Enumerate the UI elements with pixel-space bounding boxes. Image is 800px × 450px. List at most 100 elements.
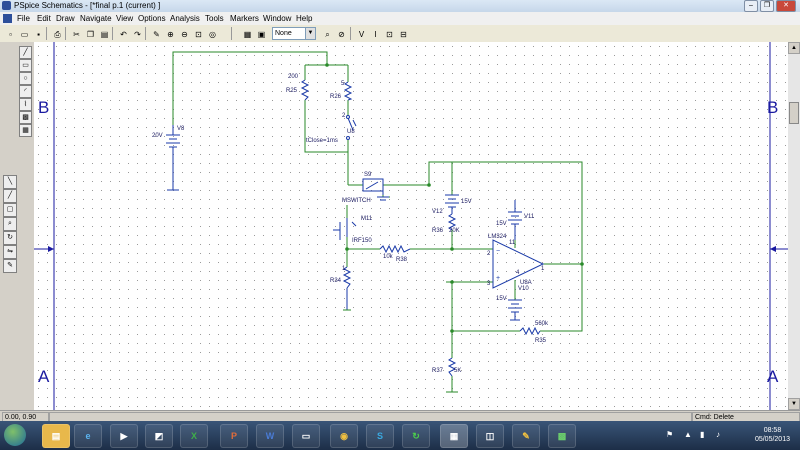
- power-marker-icon[interactable]: ⊡: [386, 30, 393, 39]
- start-button[interactable]: [4, 424, 26, 446]
- restore-button[interactable]: ❐: [760, 0, 774, 12]
- schematic-canvas[interactable]: B B A A: [34, 42, 788, 410]
- media-player-icon[interactable]: ▶: [110, 424, 138, 448]
- powerpoint-icon[interactable]: P: [220, 424, 248, 448]
- m11-mosfet-symbol[interactable]: [333, 218, 357, 240]
- flip-icon[interactable]: ⇋: [3, 245, 17, 259]
- menu-draw[interactable]: Draw: [56, 14, 75, 23]
- zoom-out-icon[interactable]: ⊖: [181, 30, 188, 39]
- explorer-icon[interactable]: ▤: [42, 424, 70, 448]
- rotate-icon[interactable]: ↻: [3, 231, 17, 245]
- undo-icon[interactable]: ↶: [120, 30, 127, 39]
- differential-marker-icon[interactable]: ⊟: [400, 30, 407, 39]
- app-icon-generic[interactable]: ◩: [145, 424, 173, 448]
- insert-picture-icon[interactable]: ▩: [19, 111, 32, 124]
- menu-view[interactable]: View: [116, 14, 134, 23]
- draw-circle-icon[interactable]: ○: [19, 72, 32, 85]
- print-icon[interactable]: ⎙: [54, 30, 61, 39]
- v10-battery-symbol[interactable]: [508, 299, 522, 321]
- volume-icon[interactable]: ♪: [716, 430, 720, 439]
- r25-resistor-symbol[interactable]: [300, 79, 310, 101]
- flag-icon[interactable]: ⚑: [666, 430, 674, 439]
- r34-resistor-symbol[interactable]: [342, 266, 352, 289]
- menu-edit[interactable]: Edit: [37, 14, 51, 23]
- show-hidden-icons-icon[interactable]: ▲: [684, 430, 692, 439]
- menu-navigate[interactable]: Navigate: [80, 14, 112, 23]
- vertical-scrollbar[interactable]: ▲ ▼: [788, 42, 800, 410]
- scroll-down-icon[interactable]: ▼: [788, 398, 800, 410]
- minimize-button[interactable]: –: [744, 0, 758, 12]
- scroll-thumb[interactable]: [789, 102, 799, 124]
- r36-resistor-symbol[interactable]: [447, 213, 457, 231]
- r26-resistor-symbol[interactable]: [343, 81, 353, 101]
- draw-bus-icon[interactable]: ╱: [3, 189, 17, 203]
- new-file-icon[interactable]: ▫: [9, 30, 12, 39]
- draw-polyline-icon[interactable]: ⌇: [19, 98, 32, 111]
- insert-bitmap-icon[interactable]: ▦: [19, 124, 32, 137]
- word-icon[interactable]: W: [256, 424, 284, 448]
- pencil-app-icon[interactable]: ✎: [512, 424, 540, 448]
- v8-value-label: 20V: [152, 133, 163, 139]
- chrome-icon[interactable]: ◉: [330, 424, 358, 448]
- open-folder-icon[interactable]: ▭: [20, 30, 29, 39]
- save-icon[interactable]: ▪: [37, 30, 40, 39]
- scroll-up-icon[interactable]: ▲: [788, 42, 800, 54]
- close-button[interactable]: ✕: [776, 0, 796, 12]
- u8-switch-symbol[interactable]: [346, 115, 357, 140]
- menu-tools[interactable]: Tools: [205, 14, 224, 23]
- edit-attributes-icon[interactable]: ✎: [3, 259, 17, 273]
- m11-model-label: IRF150: [352, 238, 372, 244]
- draw-rectangle-icon[interactable]: ▭: [19, 59, 32, 72]
- lm324-opamp-symbol[interactable]: − +: [492, 239, 545, 289]
- v11-battery-symbol[interactable]: [508, 200, 522, 240]
- wires: [172, 51, 583, 392]
- system-clock[interactable]: 08:58 05/05/2013: [755, 426, 790, 444]
- zoom-fit-icon[interactable]: ◎: [209, 30, 216, 39]
- r35-resistor-symbol[interactable]: [519, 326, 541, 336]
- v12-battery-symbol[interactable]: [445, 194, 459, 214]
- zoom-area-icon[interactable]: ⊡: [195, 30, 202, 39]
- menu-window[interactable]: Window: [263, 14, 292, 23]
- draw-block-icon[interactable]: ▢: [3, 203, 17, 217]
- app-icon-generic-2[interactable]: ◫: [476, 424, 504, 448]
- excel-icon[interactable]: X: [180, 424, 208, 448]
- internet-explorer-icon[interactable]: e: [74, 424, 102, 448]
- chevron-down-icon[interactable]: ▼: [305, 28, 315, 39]
- redo-icon[interactable]: ↷: [134, 30, 141, 39]
- r37-value-label: 5K: [454, 368, 461, 374]
- zoom-in-icon[interactable]: ⊕: [167, 30, 174, 39]
- draw-wire-icon[interactable]: ╲: [3, 175, 17, 189]
- current-marker-icon[interactable]: I: [374, 30, 377, 39]
- paste-icon[interactable]: ▤: [100, 30, 109, 39]
- pspice-schematics-taskbar-icon[interactable]: ▦: [440, 424, 468, 448]
- part-dropdown[interactable]: None ▼: [272, 27, 316, 40]
- r38-resistor-symbol[interactable]: [379, 244, 411, 254]
- refresh-app-icon[interactable]: ↻: [402, 424, 430, 448]
- v8-battery-symbol[interactable]: [166, 125, 180, 191]
- menu-file[interactable]: File: [17, 14, 30, 23]
- network-icon[interactable]: ▮: [700, 430, 705, 439]
- skype-icon[interactable]: S: [366, 424, 394, 448]
- get-part-icon[interactable]: ⌕: [325, 30, 330, 39]
- menu-analysis[interactable]: Analysis: [170, 14, 200, 23]
- cut-icon[interactable]: ✂: [73, 30, 80, 39]
- simulate-icon[interactable]: ▣: [257, 30, 266, 39]
- setup-analysis-icon[interactable]: ▦: [243, 30, 252, 39]
- chip-app-icon[interactable]: ▩: [548, 424, 576, 448]
- menu-help[interactable]: Help: [296, 14, 313, 23]
- voltage-marker-icon[interactable]: V: [358, 30, 365, 39]
- folder-icon[interactable]: ▭: [292, 424, 320, 448]
- draw-line-icon[interactable]: ╱: [19, 46, 32, 59]
- get-part-tool-icon[interactable]: ⌕: [3, 217, 17, 231]
- redraw-icon[interactable]: ✎: [153, 30, 160, 39]
- draw-arc-icon[interactable]: ◜: [19, 85, 32, 98]
- menu-options[interactable]: Options: [138, 14, 166, 23]
- s9-model-label: MSWITCH: [342, 198, 371, 204]
- find-part-icon[interactable]: ⊘: [338, 30, 345, 39]
- copy-icon[interactable]: ❐: [86, 30, 95, 39]
- r37-resistor-symbol[interactable]: [447, 357, 457, 377]
- opamp-pin-1-label: 1: [541, 266, 545, 272]
- document-menu-icon[interactable]: [3, 14, 12, 23]
- menu-markers[interactable]: Markers: [230, 14, 259, 23]
- s9-switch-symbol[interactable]: [362, 178, 389, 201]
